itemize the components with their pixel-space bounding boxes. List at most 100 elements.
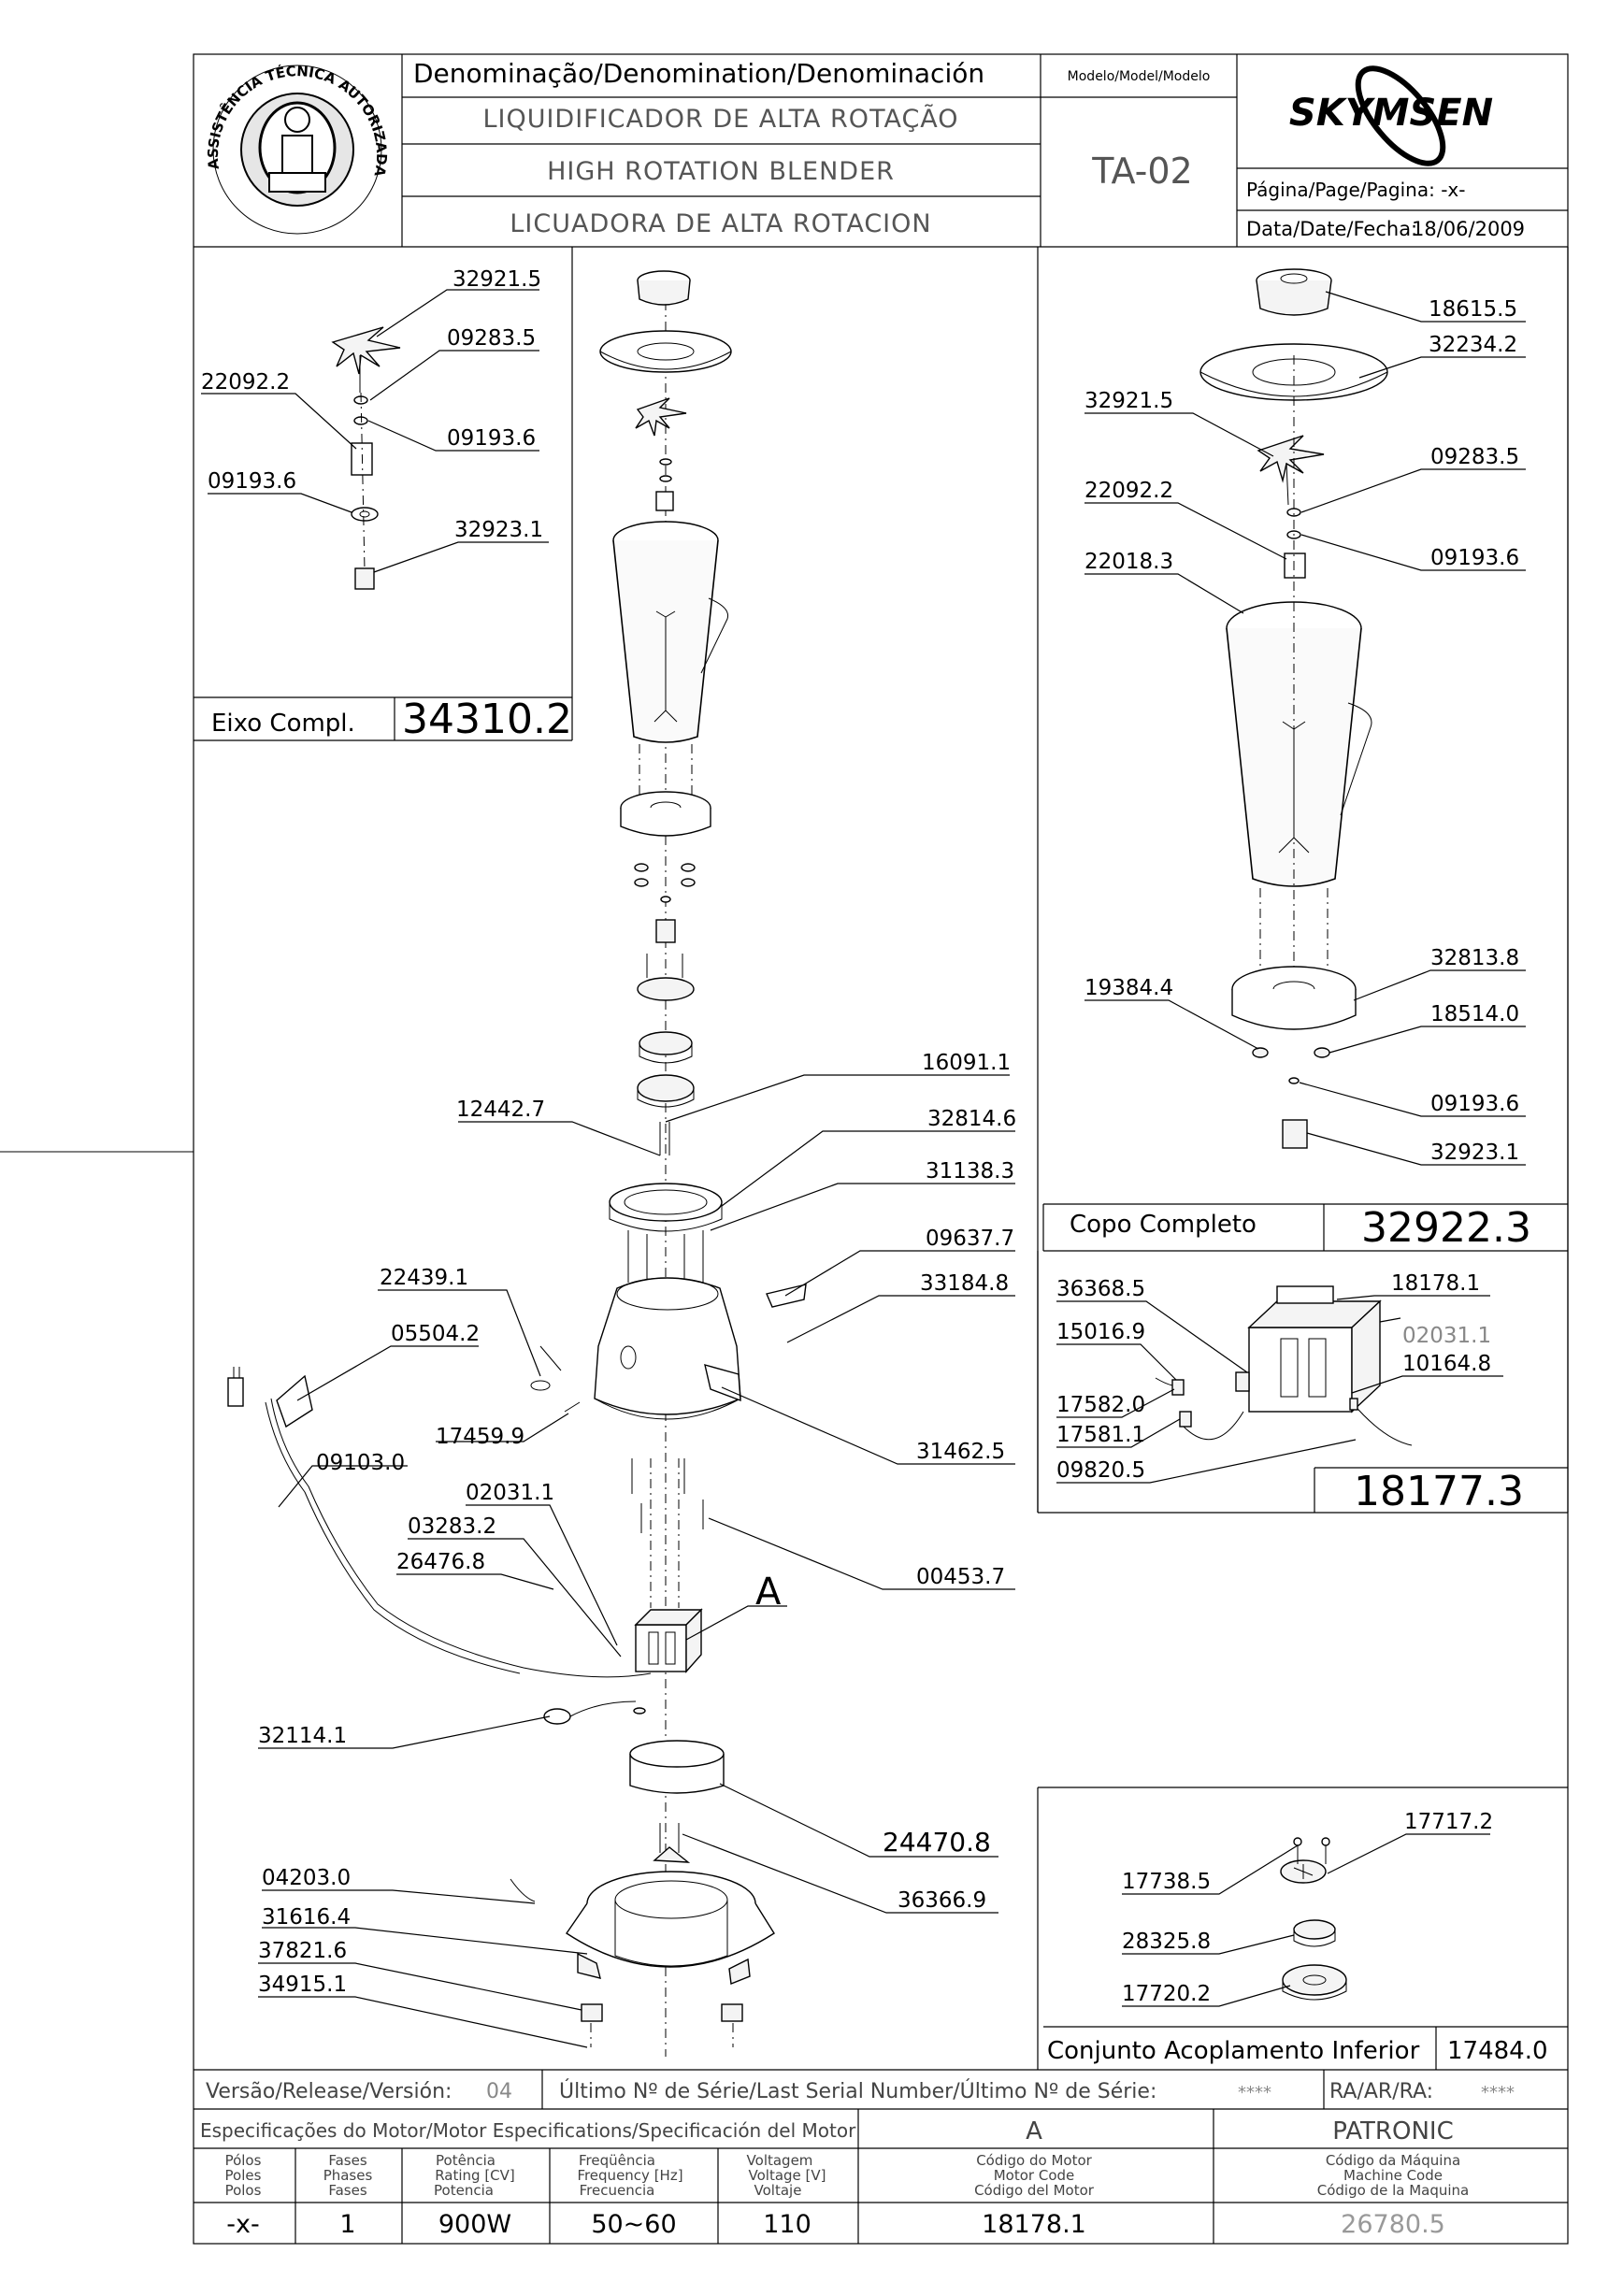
val-volt: 110: [763, 2210, 812, 2239]
main-label-9: 17459.9: [436, 1425, 524, 1449]
seal-ring: [351, 507, 379, 522]
svg-text:Poles: Poles: [225, 2167, 262, 2184]
acoplamento-code: 17484.0: [1447, 2037, 1548, 2065]
svg-text:Frequency [Hz]: Frequency [Hz]: [577, 2167, 682, 2184]
copo-label-6: 09193.6: [1430, 546, 1519, 570]
main-label-6: 22439.1: [380, 1266, 468, 1290]
eixo-label-6: 32923.1: [454, 518, 543, 542]
name-en: HIGH ROTATION BLENDER: [547, 157, 895, 186]
brand-text: SKYMSEN: [1289, 92, 1493, 135]
main-label-17: 24470.8: [883, 1827, 991, 1858]
coupling-ring: [1293, 1919, 1336, 1940]
main-label-13: 03283.2: [408, 1514, 496, 1539]
serial-label: Último Nº de Série/Last Serial Number/Úl…: [559, 2079, 1156, 2103]
main-label-15: 26476.8: [396, 1550, 485, 1574]
copo-label-7: 22018.3: [1084, 550, 1173, 574]
copo-label-12: 32923.1: [1430, 1141, 1519, 1165]
denomination-label: Denominação/Denomination/Denominación: [413, 58, 984, 89]
svg-text:Fases: Fases: [328, 2182, 366, 2199]
main-label-12: 02031.1: [466, 1481, 554, 1505]
jar-coupling: [1282, 1119, 1308, 1149]
svg-text:Frecuencia: Frecuencia: [580, 2182, 655, 2199]
plug: [227, 1377, 244, 1407]
val-motor: 18178.1: [982, 2210, 1086, 2239]
acoplamento-label-1: 17717.2: [1404, 1810, 1493, 1834]
callout-a: A: [755, 1571, 782, 1614]
version-label: Versão/Release/Versión:: [206, 2080, 452, 2103]
main-label-14: 00453.7: [916, 1565, 1005, 1589]
copo-title: Copo Completo: [1070, 1211, 1257, 1239]
motor-housing: [594, 1277, 741, 1415]
motor-label-3: 15016.9: [1056, 1320, 1145, 1344]
motor-label-5: 10164.8: [1402, 1352, 1491, 1376]
panel-copo: Copo Completo 32922.3 18615.5: [1037, 247, 1569, 1513]
name-pt: LIQUIDIFICADOR DE ALTA ROTAÇÃO: [482, 104, 958, 134]
copo-label-3: 32921.5: [1084, 389, 1173, 413]
copo-label-11: 09193.6: [1430, 1092, 1519, 1116]
motor-a: [635, 1624, 687, 1672]
main-label-8: 05504.2: [391, 1322, 480, 1346]
main-label-4: 31138.3: [926, 1159, 1014, 1184]
name-es: LICUADORA DE ALTA ROTACION: [510, 209, 931, 238]
version-value: 04: [486, 2080, 512, 2103]
svg-text:Código da Máquina: Código da Máquina: [1326, 2152, 1460, 2169]
spec-a: A: [1026, 2117, 1042, 2145]
main-label-20: 31616.4: [262, 1905, 351, 1930]
main-label-5: 09637.7: [926, 1227, 1014, 1251]
eixo-code: 34310.2: [402, 696, 572, 743]
date-value: 18/06/2009: [1412, 218, 1525, 240]
svg-text:Freqüência: Freqüência: [579, 2152, 655, 2169]
main-label-11: 09103.0: [316, 1451, 405, 1475]
main-exploded-view: A 16091.1 12442.7 32814.6 31138.3 09637.…: [227, 270, 1016, 2057]
svg-text:Fases: Fases: [328, 2152, 366, 2169]
svg-text:Código do Motor: Código do Motor: [976, 2152, 1092, 2169]
blade: [331, 326, 401, 375]
eixo-title: Eixo Compl.: [211, 710, 355, 738]
spec-values: -x- 1 900W 50~60 110 18178.1 26780.5: [226, 2210, 1445, 2239]
val-power: 900W: [438, 2210, 511, 2239]
spec-label: Especificações do Motor/Motor Especifica…: [200, 2119, 856, 2142]
cord-tag: [276, 1374, 313, 1428]
svg-text:Pólos: Pólos: [225, 2152, 262, 2169]
model-value: TA-02: [1091, 151, 1193, 192]
motor-label-6: 17582.0: [1056, 1393, 1145, 1417]
svg-text:Potencia: Potencia: [434, 2182, 494, 2199]
date-label: Data/Date/Fecha:: [1246, 218, 1417, 240]
motor-label-2: 18178.1: [1391, 1271, 1480, 1296]
title-block: [194, 54, 1568, 248]
main-label-2: 12442.7: [456, 1098, 545, 1122]
svg-text:Polos: Polos: [225, 2182, 262, 2199]
val-phases: 1: [339, 2210, 355, 2239]
svg-text:Potência: Potência: [436, 2152, 496, 2169]
motor-label-4: 02031.1: [1402, 1324, 1491, 1348]
panel-motor: 18177.3 36368.5 18178.1 15016.9 02031.1 …: [1037, 1251, 1568, 1515]
copo-label-9: 19384.4: [1084, 976, 1173, 1000]
copo-blade: [1257, 435, 1325, 483]
svg-text:Motor Code: Motor Code: [994, 2167, 1075, 2184]
acoplamento-label-3: 28325.8: [1122, 1930, 1211, 1954]
copo-label-10: 18514.0: [1430, 1002, 1519, 1026]
footer-table: [194, 2069, 1568, 2244]
eixo-label-2: 09283.5: [447, 326, 536, 351]
motor-label-1: 36368.5: [1056, 1277, 1145, 1301]
main-label-21: 37821.6: [258, 1939, 347, 1963]
val-freq: 50~60: [591, 2210, 676, 2239]
motor-body: [1248, 1327, 1353, 1413]
coupling-base: [1282, 1964, 1347, 1996]
eixo-label-4: 09193.6: [447, 426, 536, 451]
svg-text:Phases: Phases: [323, 2167, 373, 2184]
main-label-1: 16091.1: [922, 1051, 1011, 1075]
svg-text:Voltaje: Voltaje: [754, 2182, 802, 2199]
svg-text:Voltagem: Voltagem: [747, 2152, 813, 2169]
copo-code: 32922.3: [1361, 1204, 1531, 1252]
page-label: Página/Page/Pagina: -x-: [1246, 179, 1465, 201]
brand-logo: SKYMSEN: [1289, 65, 1493, 166]
svg-text:Código de la Maquina: Código de la Maquina: [1317, 2182, 1469, 2199]
val-machine: 26780.5: [1341, 2210, 1445, 2239]
eixo-label-3: 22092.2: [201, 370, 290, 395]
main-label-16: 32114.1: [258, 1724, 347, 1748]
svg-text:Código del Motor: Código del Motor: [974, 2182, 1095, 2199]
authorized-service-logo: ASSISTÊNCIA TÉCNICA AUTORIZADA: [205, 63, 390, 235]
main-label-18: 36366.9: [898, 1888, 986, 1913]
